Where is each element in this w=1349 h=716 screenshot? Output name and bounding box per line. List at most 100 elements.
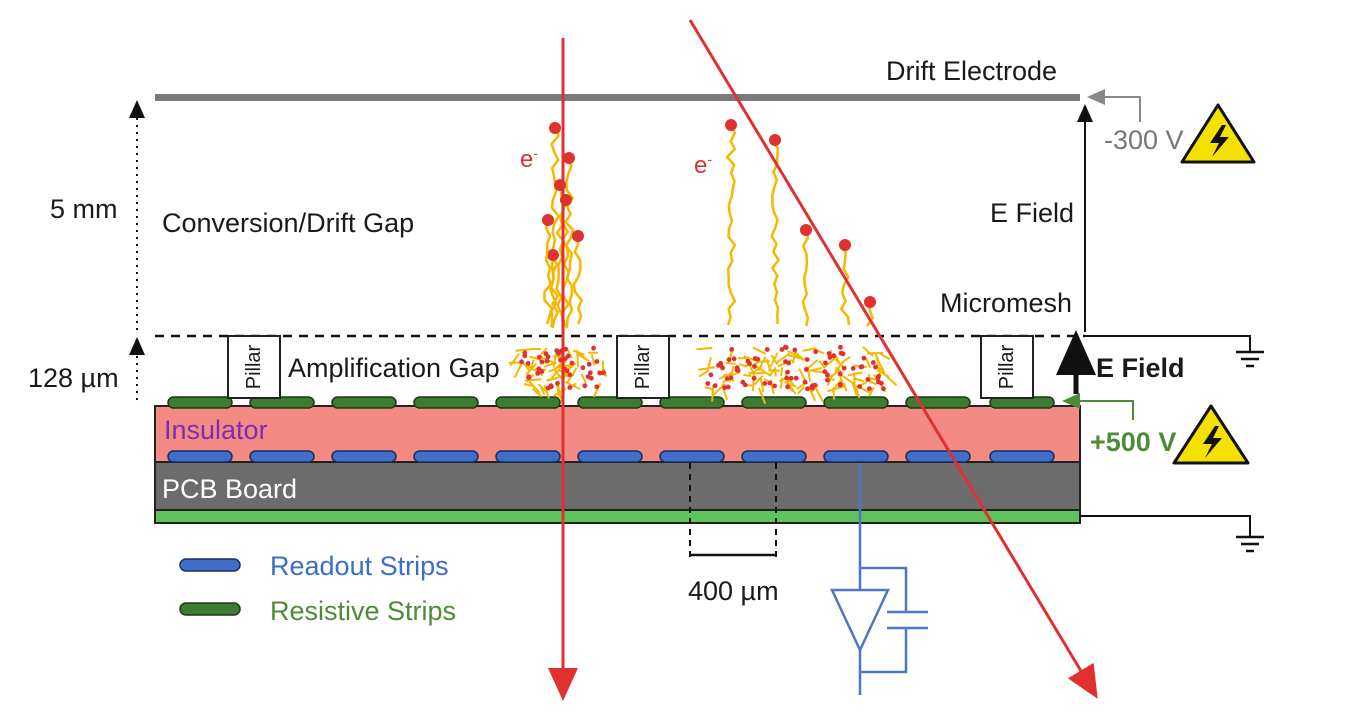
avalanche-trace (725, 362, 736, 365)
avalanche-charge (762, 381, 768, 386)
avalanche-charge (594, 384, 600, 390)
readout-strip (495, 450, 561, 463)
pitch-label: 400 µm (688, 576, 779, 606)
avalanche-charge (841, 365, 847, 371)
avalanche-charge (793, 375, 799, 381)
avalanche-charge (587, 370, 593, 376)
resistive-strip (331, 396, 397, 409)
particle-track-inclined (688, 19, 1098, 699)
avalanche-trace (768, 368, 776, 377)
gap-5mm-label: 5 mm (50, 194, 118, 224)
avalanche-trace (698, 370, 709, 378)
pillar-middle-label: Pillar (632, 344, 654, 390)
avalanche-charge (822, 369, 828, 374)
resistive-strip (905, 396, 971, 409)
avalanche-trace (876, 369, 890, 378)
avalanche-trace (530, 359, 535, 369)
readout-strip (989, 450, 1055, 463)
avalanche-trace (806, 359, 819, 370)
electron-label-right: e- (694, 151, 713, 179)
avalanche-charge (582, 383, 588, 389)
resistive-strip (413, 396, 479, 409)
avalanche-charge (722, 385, 727, 390)
avalanche-charge (728, 375, 734, 381)
electron-label-left: e- (520, 145, 539, 173)
drift-voltage-label: -300 V (1104, 125, 1184, 155)
avalanche-trace (546, 375, 563, 382)
avalanche-charge (535, 371, 541, 376)
ionization-electron (800, 224, 812, 236)
avalanche-trace (802, 347, 817, 352)
resistive-strip (741, 396, 807, 409)
pillar-left (227, 335, 281, 399)
avalanche-trace (521, 361, 530, 371)
avalanche-trace (876, 362, 882, 376)
drift-electrode-label: Drift Electrode (886, 56, 1058, 86)
capacitor-icon (887, 610, 928, 630)
avalanche-trace (718, 374, 728, 380)
avalanche-charge (705, 381, 711, 386)
avalanche-charge (881, 386, 886, 392)
resistive-strip (249, 396, 315, 409)
avalanche-charge (724, 376, 730, 381)
avalanche-trace (513, 363, 523, 379)
avalanche-trace (540, 347, 548, 356)
amplification-gap-label: Amplification Gap (288, 353, 500, 383)
avalanche-charge (522, 350, 528, 356)
resistive-strip (823, 396, 889, 409)
ionization-electron (563, 152, 575, 164)
readout-strip (577, 450, 643, 463)
avalanche-charge (779, 347, 785, 352)
avalanche-charge (745, 358, 751, 364)
avalanche-charge (734, 367, 740, 373)
pillar-middle (616, 335, 670, 399)
avalanche-charge (783, 344, 788, 350)
readout-strip (741, 450, 807, 463)
ionization-electron (864, 296, 876, 308)
drift-path (549, 126, 560, 329)
avalanche-charge (729, 347, 735, 352)
readout-strip (905, 450, 971, 463)
avalanche-charge (826, 351, 832, 356)
avalanche-trace (875, 357, 885, 372)
readout-strips (167, 450, 1055, 463)
avalanche-trace (843, 382, 848, 392)
avalanche-trace (815, 388, 824, 402)
avalanche-trace (757, 387, 767, 405)
avalanche-trace (834, 361, 845, 373)
avalanche-trace (532, 347, 542, 351)
avalanche-charge (555, 380, 560, 386)
avalanche-charge (831, 353, 837, 359)
avalanche-trace (590, 354, 596, 366)
avalanche-charge (565, 353, 571, 359)
pcb-board-layer (154, 461, 1081, 511)
avalanche-trace (855, 387, 861, 399)
avalanche-charge (543, 351, 549, 357)
warning-high-voltage-icon (1172, 404, 1250, 465)
avalanche-trace (509, 352, 521, 367)
avalanche-trace (773, 367, 777, 377)
avalanche-charge (785, 369, 790, 375)
avalanche-charge (731, 356, 737, 362)
avalanche-charge (786, 360, 791, 366)
avalanche-trace (531, 387, 543, 398)
avalanche-charge (838, 350, 844, 356)
avalanche-trace (784, 381, 797, 388)
avalanche-trace (704, 386, 714, 391)
avalanche-trace (527, 379, 541, 394)
avalanche-trace (738, 362, 748, 368)
ionization-electron (725, 119, 737, 131)
avalanche-charge (825, 377, 830, 383)
avalanche-charge (588, 375, 594, 381)
avalanche-trace (862, 346, 874, 357)
resistive-voltage-wire (1062, 393, 1134, 420)
avalanche-trace (696, 347, 713, 351)
avalanche-trace (711, 385, 715, 402)
avalanche-charge (809, 385, 815, 391)
avalanche-charge (545, 385, 551, 391)
avalanche-charge (752, 364, 757, 369)
avalanche-charge (712, 383, 718, 389)
e-field-lower-label: E Field (1096, 353, 1185, 383)
drift-electrode (155, 94, 1080, 101)
pillar-right-label: Pillar (996, 344, 1018, 390)
